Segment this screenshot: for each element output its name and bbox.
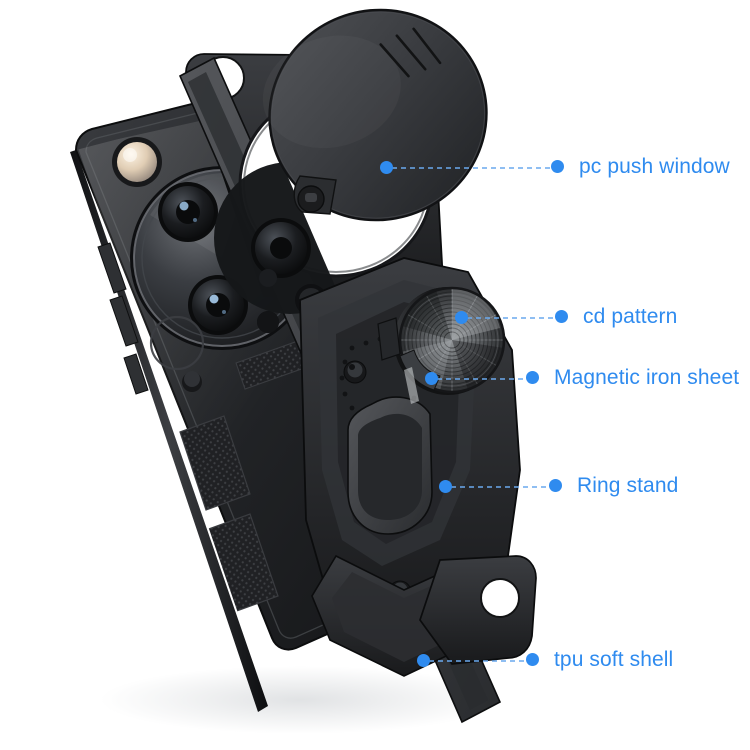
callout-marker-dot [523, 368, 542, 387]
callout-anchor-tpu-soft-shell [414, 651, 433, 670]
anchor-dot [377, 158, 396, 177]
callout-label-cd-pattern: cd pattern [583, 305, 678, 328]
camera-lens-2 [188, 275, 248, 335]
camera-flash [112, 137, 162, 187]
anchor-dot [414, 651, 433, 670]
callout-marker-dot [546, 476, 565, 495]
shell-grip-pads [179, 340, 308, 613]
drop-shadow [100, 666, 500, 734]
callout-anchor-ring-stand [436, 477, 455, 496]
push-window-pivot [293, 175, 337, 215]
push-window-grip-lines [379, 27, 442, 78]
anchor-dot [452, 308, 471, 327]
callout-anchor-pc-push-window [377, 158, 396, 177]
callout-marker-dot [523, 650, 542, 669]
callout-magnetic-iron-sheet[interactable]: Magnetic iron sheet [523, 366, 740, 389]
callout-label-magnetic-iron-sheet: Magnetic iron sheet [554, 366, 740, 389]
callout-cd-pattern[interactable]: cd pattern [552, 305, 678, 328]
anchor-dot [422, 369, 441, 388]
anchor-dot [436, 477, 455, 496]
callout-pc-push-window[interactable]: pc push window [548, 155, 730, 178]
callout-marker-dot [552, 307, 571, 326]
ring-stand-arm [347, 396, 433, 535]
callout-tpu-soft-shell[interactable]: tpu soft shell [523, 648, 674, 671]
callout-marker-dot [548, 157, 567, 176]
case-armor-section [299, 257, 537, 677]
callout-anchor-cd-pattern [452, 308, 471, 327]
wireless-coil-mark [149, 315, 205, 371]
ring-base-highlight [404, 367, 419, 404]
callout-anchor-magnetic-iron-sheet [422, 369, 441, 388]
case-mount-hole-bottom [481, 579, 519, 617]
side-buttons [97, 242, 149, 395]
callout-label-tpu-soft-shell: tpu soft shell [554, 648, 674, 671]
callout-ring-stand[interactable]: Ring stand [546, 474, 679, 497]
camera-lens-1 [158, 182, 218, 242]
callout-label-ring-stand: Ring stand [577, 474, 679, 497]
cd-pattern-ring-assembly [377, 286, 506, 395]
callout-label-pc-push-window: pc push window [579, 155, 730, 178]
